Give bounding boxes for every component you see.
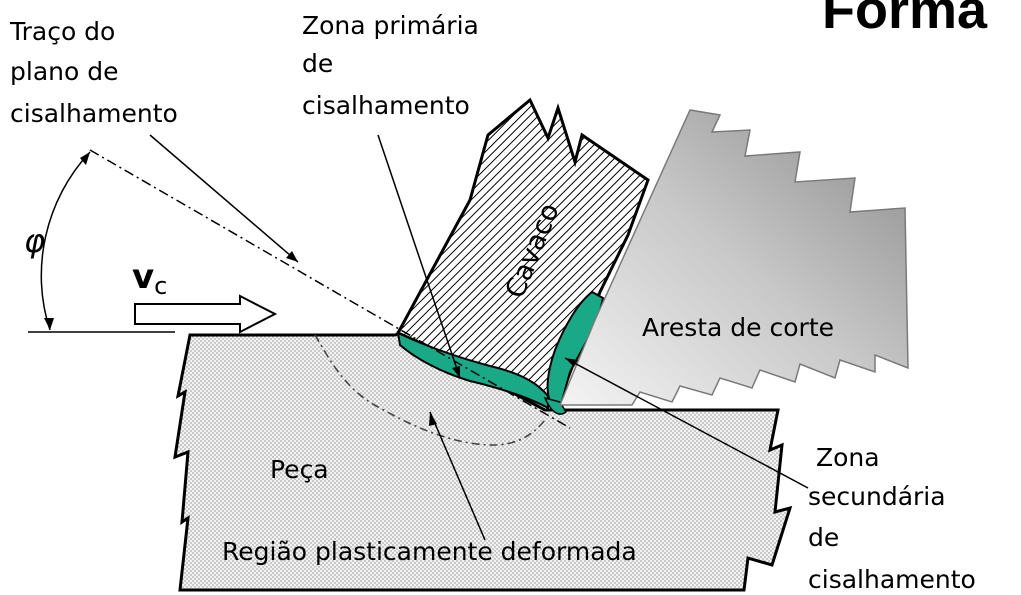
velocity-symbol: vc	[132, 257, 167, 300]
shear-plane-trace-line	[89, 149, 571, 429]
primary-shear-zone	[396, 331, 549, 410]
leader-primary-zone-arrow	[452, 366, 460, 378]
leader-secondary-zone-arrow	[565, 358, 578, 367]
label-secondary-zone: Zona secundária de cisalhamento	[808, 443, 976, 594]
shear-zone-tip	[543, 396, 567, 415]
leader-secondary-zone	[564, 357, 809, 489]
label-workpiece: Peça	[270, 455, 329, 484]
leader-plastic-region	[429, 411, 486, 541]
secondary-shear-zone	[546, 290, 605, 410]
label-shear-plane-trace: Traço do plano de cisalhamento	[9, 17, 178, 128]
arc-arrowhead-top	[80, 152, 90, 165]
leader-primary-zone	[377, 134, 461, 379]
velocity-arrow	[134, 294, 278, 334]
plastic-region-boundary	[314, 334, 546, 446]
label-plastic-region: Região plasticamente deformada	[222, 537, 637, 566]
label-primary-zone: Zona primária de cisalhamento	[302, 11, 487, 120]
leader-plastic-region-arrow	[429, 412, 437, 426]
title-fragment: Forma	[822, 0, 988, 40]
label-cutting-edge: Aresta de corte	[642, 313, 834, 342]
leader-shear-plane-arrow	[286, 251, 298, 262]
leader-shear-plane	[149, 134, 299, 263]
arc-arrowhead-bottom	[44, 318, 54, 330]
shear-angle-symbol: φ	[24, 222, 45, 260]
workpiece-body	[173, 331, 793, 592]
cutting-tool	[558, 109, 909, 406]
shear-angle-arc	[40, 151, 91, 331]
